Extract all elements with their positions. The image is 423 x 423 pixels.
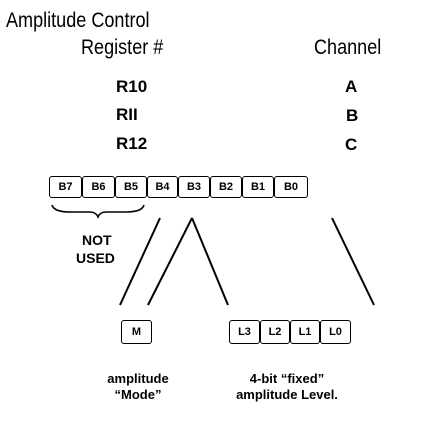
bit-cell-b4: B4 (147, 176, 178, 198)
level-bit-l3: L3 (229, 320, 260, 344)
diagram-title: Amplitude Control (6, 9, 150, 32)
bit-cell-b0: B0 (274, 176, 308, 198)
connector-line-mode-right (191, 217, 229, 306)
channel-c: C (345, 135, 358, 154)
bit-cell-b3: B3 (178, 176, 210, 198)
not-used-brace (51, 204, 145, 220)
level-bit-l0: L0 (320, 320, 351, 344)
bit-cell-b5: B5 (115, 176, 147, 198)
bit-cell-b2: B2 (210, 176, 242, 198)
level-label-line1: 4-bit “fixed” (249, 371, 325, 386)
register-r10: R10 (116, 77, 148, 96)
mode-label-line1: amplitude (107, 371, 169, 386)
level-bit-l1: L1 (290, 320, 320, 344)
channel-a: A (345, 77, 358, 96)
mode-label-line2: “Mode” (114, 387, 162, 402)
not-used-label-line2: USED (76, 250, 115, 266)
connector-line-mode-left (147, 217, 193, 306)
register-column-header: Register # (81, 36, 164, 59)
bit-cell-b6: B6 (82, 176, 115, 198)
level-bit-l2: L2 (260, 320, 290, 344)
connector-line-left (119, 217, 161, 306)
connector-line-level (331, 217, 375, 306)
bit-cell-b7: B7 (49, 176, 82, 198)
level-label-line2: amplitude Level. (236, 387, 338, 402)
register-r11: RII (116, 105, 138, 124)
not-used-label-line1: NOT (82, 232, 112, 248)
channel-column-header: Channel (314, 36, 382, 59)
register-r12: R12 (116, 134, 148, 153)
mode-bit-box: M (121, 320, 152, 344)
bit-cell-b1: B1 (242, 176, 274, 198)
channel-b: B (346, 106, 359, 125)
